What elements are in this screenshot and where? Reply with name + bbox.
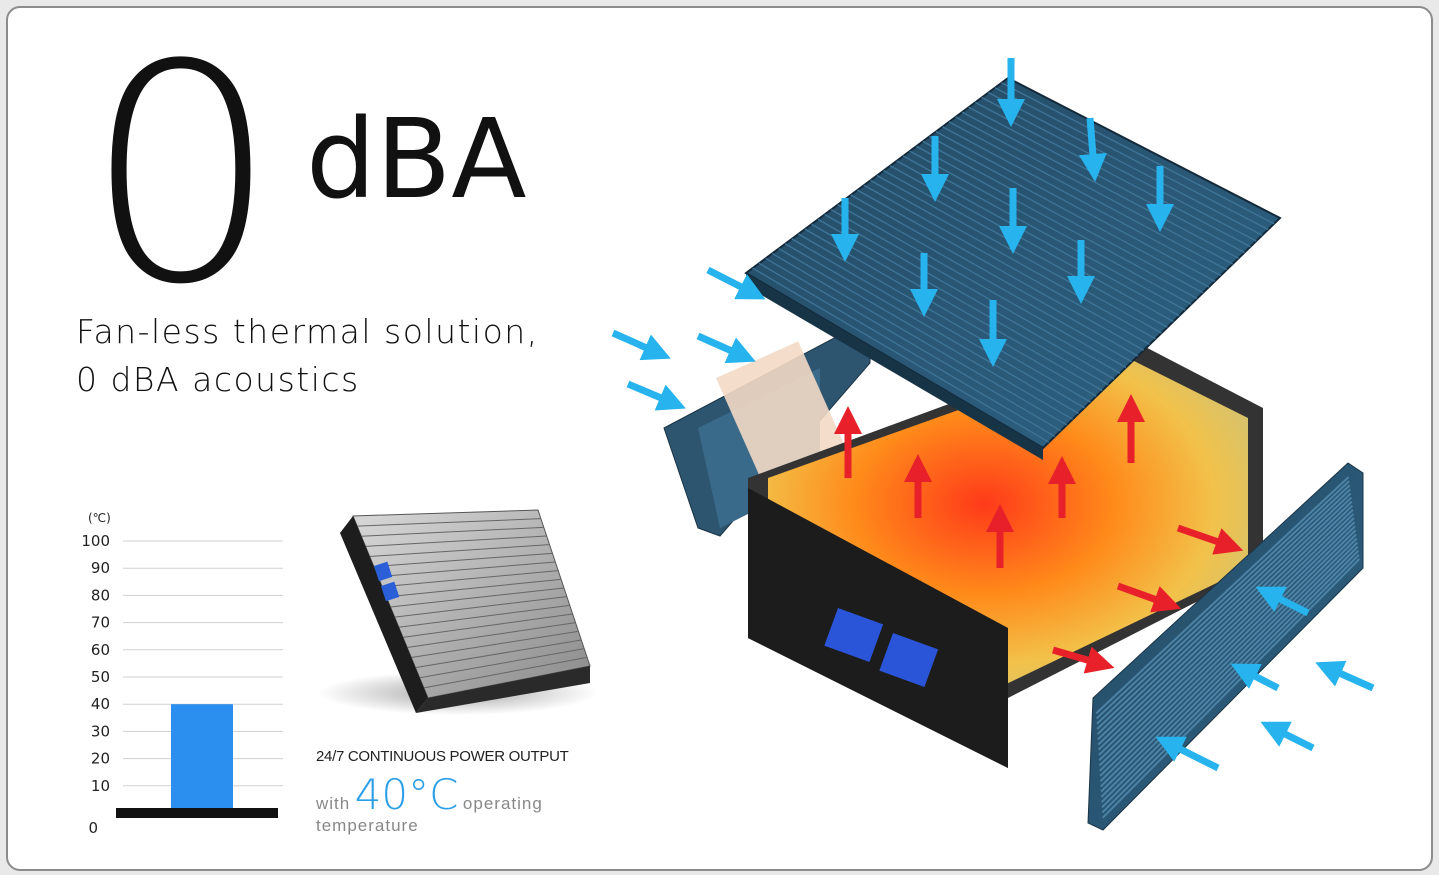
hero-zero: 0 xyxy=(84,6,279,350)
cool-air-arrow xyxy=(1255,586,1310,617)
cool-air-arrow xyxy=(1260,721,1315,752)
temperature-bar xyxy=(171,704,233,813)
chart-unit-label: (℃) xyxy=(88,511,111,525)
y-tick-label: 10 xyxy=(91,777,110,795)
chart-baseline xyxy=(116,808,278,818)
hot-air-arrow xyxy=(1116,582,1182,613)
cool-air-arrow xyxy=(626,380,686,411)
y-tick-label: 40 xyxy=(91,695,110,713)
cool-air-arrow xyxy=(1315,660,1375,692)
hero-unit: dBA xyxy=(306,95,527,223)
spec-caption: 24/7 CONTINUOUS POWER OUTPUT with 40°C o… xyxy=(316,748,569,835)
y-tick-label: 80 xyxy=(91,586,110,604)
caption-temp-line: with 40°C operating xyxy=(316,770,543,819)
headline-line1: Fan-less thermal solution, xyxy=(76,312,539,351)
headline-line2: 0 dBA acoustics xyxy=(76,360,360,399)
top-heatsink-panel xyxy=(744,76,1282,450)
product-banner: 0 dBA Fan-less thermal solution, 0 dBA a… xyxy=(6,6,1433,871)
caption-temp-value: 40 xyxy=(354,770,409,819)
caption-power-output: 24/7 CONTINUOUS POWER OUTPUT xyxy=(316,748,569,765)
psu-product-photo xyxy=(318,509,598,715)
cool-air-arrow xyxy=(1078,117,1107,182)
thermal-exploded-illustration xyxy=(611,58,1375,831)
y-tick-label: 50 xyxy=(91,668,110,686)
y-tick-label: 30 xyxy=(91,722,110,740)
caption-operating: operating xyxy=(462,794,543,813)
caption-temperature: temperature xyxy=(316,816,419,835)
y-tick-label: 20 xyxy=(91,750,110,768)
y-tick-label: 100 xyxy=(81,532,110,550)
cool-air-arrow xyxy=(1230,663,1280,692)
y-tick-label: 0 xyxy=(88,819,98,837)
caption-with: with xyxy=(316,794,351,813)
cool-air-arrow xyxy=(696,332,756,364)
hot-air-arrow xyxy=(1052,646,1115,674)
cool-air-arrow xyxy=(706,266,766,300)
y-tick-label: 60 xyxy=(91,641,110,659)
caption-temp-unit: °C xyxy=(408,770,459,819)
y-tick-label: 90 xyxy=(91,559,110,577)
headline: Fan-less thermal solution, 0 dBA acousti… xyxy=(76,308,539,404)
cool-air-arrow xyxy=(1155,736,1220,772)
hot-air-arrow xyxy=(1176,524,1244,555)
cool-air-arrow xyxy=(611,329,671,361)
y-tick-label: 70 xyxy=(91,614,110,632)
